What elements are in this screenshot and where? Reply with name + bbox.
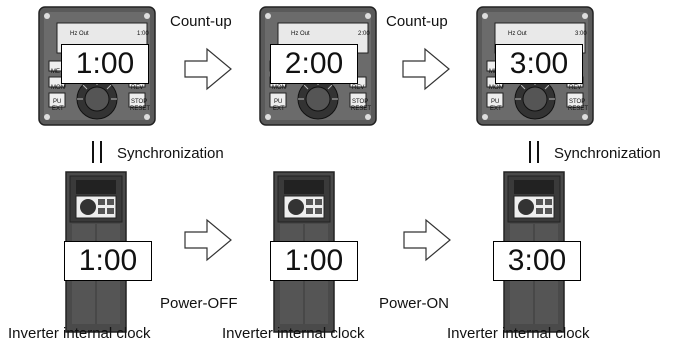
panel-2-pu-button: PU	[274, 99, 283, 105]
panel-1-pu-button: PU	[53, 99, 62, 105]
sync-bars-left	[92, 141, 102, 163]
panel-2-screen-label: Hz Out	[291, 31, 310, 37]
inverter-2-caption: Inverter internal clock	[222, 325, 365, 342]
panel-1-stop-button: STOP	[131, 99, 148, 105]
panel-3-screen-time: 3:00	[575, 31, 587, 37]
panel-2-screen-time: 2:00	[358, 31, 370, 37]
panel-1-me-button: ME	[51, 69, 60, 75]
panel-3-screen-label: Hz Out	[508, 31, 527, 37]
panel-3-me-button: ME	[489, 69, 498, 75]
panel-3-ext-button: EXT	[490, 106, 502, 112]
sync-bars-right	[529, 141, 539, 163]
panel-2-mon-button: MON	[272, 85, 286, 91]
panel-3-rev-button: REV	[569, 85, 582, 91]
panel-2-stop-button: STOP	[352, 99, 369, 105]
panel-1-screen-time: 1:00	[137, 31, 149, 37]
panel-2-big-time: 2:00	[270, 44, 358, 84]
count-up-label-1: Count-up	[170, 13, 232, 30]
sync-label-right: Synchronization	[554, 146, 661, 162]
count-up-arrow-2	[402, 48, 450, 90]
panel-2-ext-button: EXT	[273, 106, 285, 112]
count-up-arrow-1	[184, 48, 232, 90]
panel-1-rev-button: REV	[131, 85, 144, 91]
power-on-label: Power-ON	[379, 295, 450, 312]
inverter-2-big-time: 1:00	[270, 241, 358, 281]
inverter-3-caption: Inverter internal clock	[447, 325, 590, 342]
panel-3-reset-button: RESET	[568, 106, 589, 112]
inverter-1-caption: Inverter internal clock	[8, 325, 151, 342]
panel-2-rev-button: REV	[352, 85, 365, 91]
panel-3-stop-button: STOP	[569, 99, 586, 105]
panel-2-reset-button: RESET	[351, 106, 372, 112]
count-up-label-2: Count-up	[386, 13, 448, 30]
inverter-3-big-time: 3:00	[493, 241, 581, 281]
panel-1-mon-button: MON	[51, 85, 65, 91]
panel-3-mon-button: MON	[489, 85, 503, 91]
power-on-arrow	[403, 219, 451, 261]
panel-3-pu-button: PU	[491, 99, 500, 105]
power-off-label: Power-OFF	[160, 295, 238, 312]
inverter-1-big-time: 1:00	[64, 241, 152, 281]
sync-label-left: Synchronization	[117, 145, 224, 162]
panel-1-screen-label: Hz Out	[70, 31, 89, 37]
power-off-arrow	[184, 219, 232, 261]
panel-1-ext-button: EXT	[52, 106, 64, 112]
panel-1-reset-button: RESET	[130, 106, 151, 112]
panel-1-big-time: 1:00	[61, 44, 149, 84]
panel-3-big-time: 3:00	[495, 44, 583, 84]
